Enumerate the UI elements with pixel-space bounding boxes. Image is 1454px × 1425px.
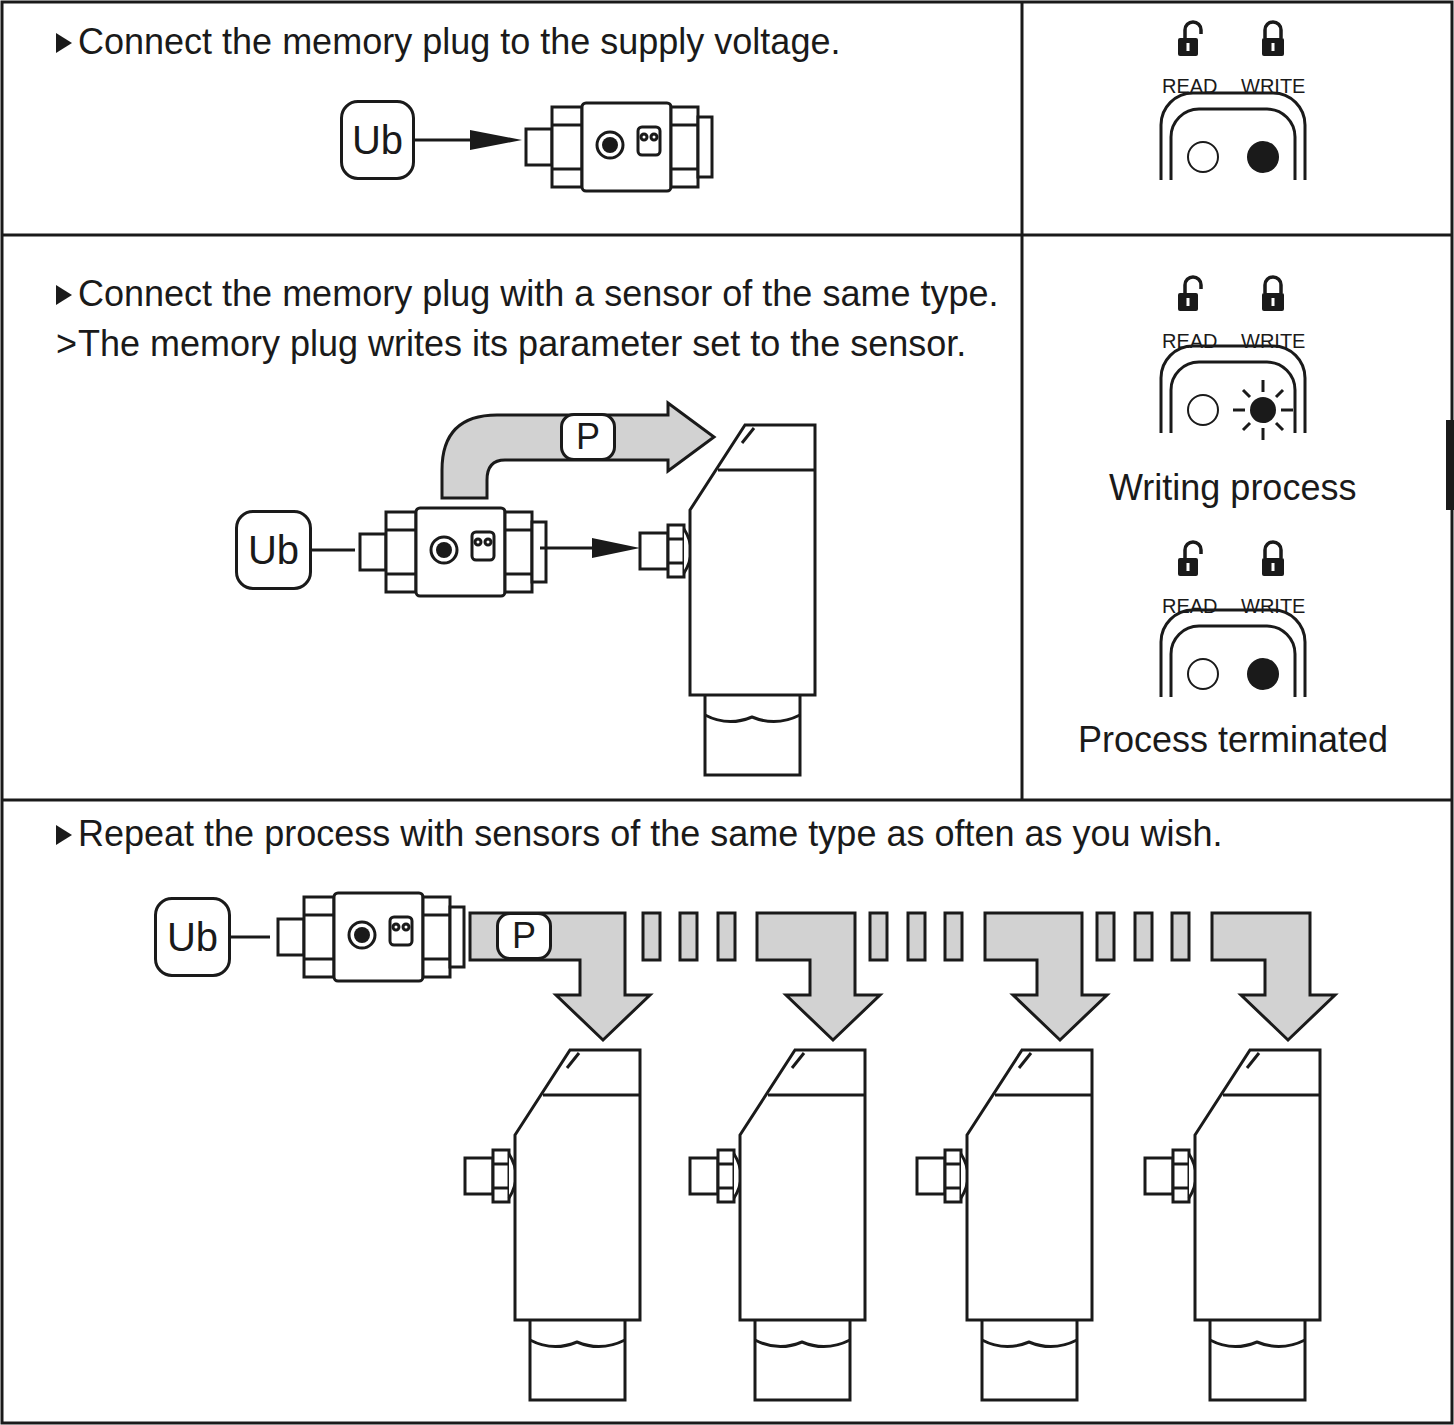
led-label: READ bbox=[1162, 74, 1218, 98]
led-label: READ bbox=[1162, 594, 1218, 618]
result-text: The memory plug writes its parameter set… bbox=[78, 322, 966, 365]
status-caption: Process terminated bbox=[1078, 718, 1388, 761]
instruction-text: Connect the memory plug to the supply vo… bbox=[78, 20, 840, 63]
supply-box: Ub bbox=[235, 510, 312, 590]
led-label: READ bbox=[1162, 329, 1218, 353]
node-label: P bbox=[512, 918, 536, 954]
instruction-text: Repeat the process with sensors of the s… bbox=[78, 812, 1223, 855]
parameter-box: P bbox=[496, 912, 552, 960]
status-caption: Writing process bbox=[1109, 466, 1356, 509]
led-label: WRITE bbox=[1241, 74, 1305, 98]
instruction-text: Connect the memory plug with a sensor of… bbox=[78, 272, 998, 315]
supply-box: Ub bbox=[340, 100, 415, 180]
node-label: Ub bbox=[167, 917, 218, 957]
result-marker: > bbox=[56, 322, 77, 365]
parameter-box: P bbox=[560, 413, 616, 461]
led-label: WRITE bbox=[1241, 594, 1305, 618]
supply-box: Ub bbox=[154, 897, 231, 977]
node-label: Ub bbox=[352, 120, 403, 160]
node-label: Ub bbox=[248, 530, 299, 570]
led-label: WRITE bbox=[1241, 329, 1305, 353]
node-label: P bbox=[576, 419, 600, 455]
